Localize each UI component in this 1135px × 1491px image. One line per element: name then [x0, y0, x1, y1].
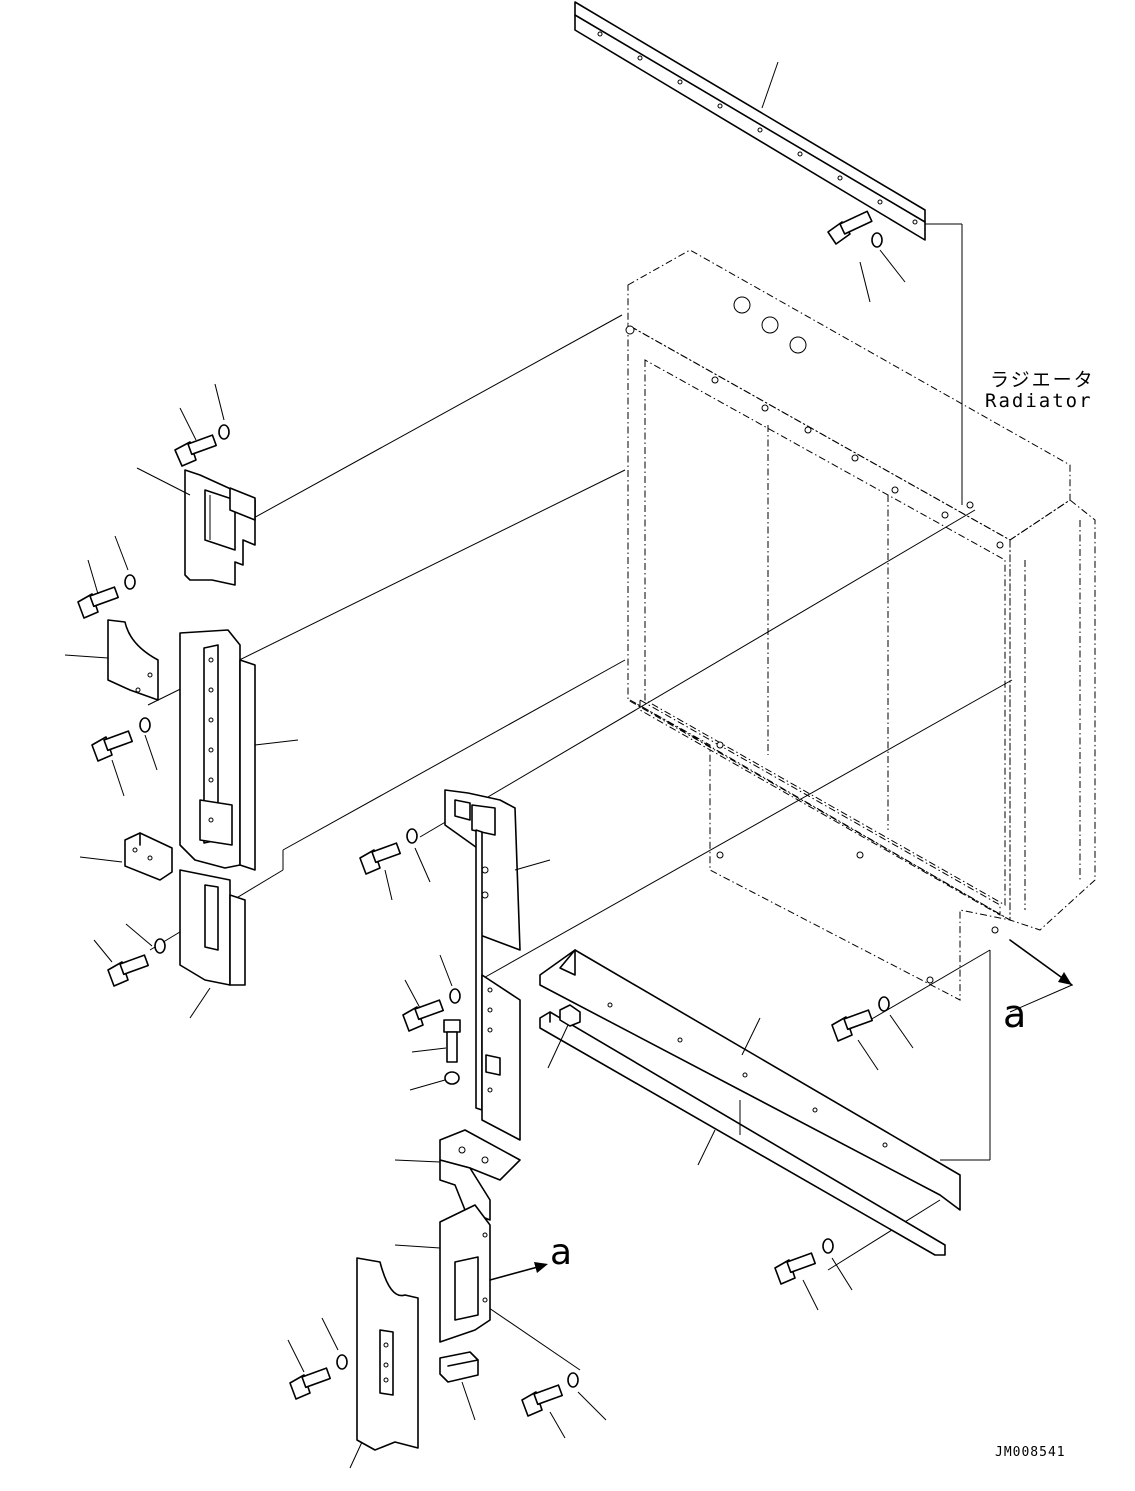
- leader-line: [1009, 984, 1073, 1013]
- arrowhead: [534, 1262, 548, 1273]
- bolt-icon: [289, 1367, 331, 1400]
- radiator-label-japanese: ラジエータ: [990, 369, 1095, 391]
- bolt-icon: [827, 210, 873, 245]
- bolt-icon: [91, 730, 133, 762]
- washer-icon: [124, 574, 136, 590]
- center-vertical-channel: [475, 829, 521, 1141]
- bolt-icon: [831, 1009, 873, 1042]
- lower-left-plate: [356, 1257, 419, 1451]
- left-curved-plate: [107, 619, 159, 701]
- washer-icon: [878, 996, 890, 1012]
- view-a-marker-bottom: a: [550, 1232, 573, 1273]
- bolt-icon: [443, 1019, 461, 1063]
- small-pad: [559, 1004, 581, 1027]
- radiator-outline: [625, 249, 1096, 1001]
- washer-icon: [871, 232, 883, 248]
- bolt-icon: [174, 434, 217, 467]
- bolt-icon: [107, 954, 149, 987]
- washer-icon: [444, 1071, 460, 1085]
- top-seal-strip: [574, 1, 926, 241]
- spacer-block: [124, 832, 173, 881]
- bolt-icon: [77, 586, 119, 619]
- rubber-block: [439, 1351, 479, 1383]
- bolt-icon: [774, 1252, 816, 1285]
- washer-icon: [336, 1354, 348, 1370]
- center-lower-channel: [439, 1204, 491, 1343]
- bolt-icon: [402, 999, 444, 1032]
- washer-icon: [822, 1238, 834, 1254]
- bottom-long-angle: [539, 949, 961, 1211]
- bottom-long-bar: [539, 1011, 946, 1256]
- view-a-marker-right: a: [1003, 992, 1027, 1036]
- arrowhead: [1058, 972, 1072, 985]
- left-lower-channel: [179, 869, 246, 986]
- radiator-label: Radiator: [985, 390, 1093, 412]
- washer-icon: [139, 717, 151, 733]
- left-long-channel: [179, 629, 256, 871]
- washer-icon: [567, 1372, 579, 1388]
- leader-line: [761, 61, 779, 109]
- washer-icon: [449, 988, 461, 1004]
- upper-left-cover-plate: [184, 469, 256, 586]
- center-angle-bracket: [439, 1129, 521, 1221]
- washer-icon: [154, 938, 166, 954]
- washer-icon: [218, 424, 230, 440]
- bolt-icon: [359, 842, 401, 875]
- bolt-icon: [521, 1384, 563, 1417]
- washer-icon: [406, 828, 418, 844]
- drawing-code: JM008541: [995, 1445, 1066, 1460]
